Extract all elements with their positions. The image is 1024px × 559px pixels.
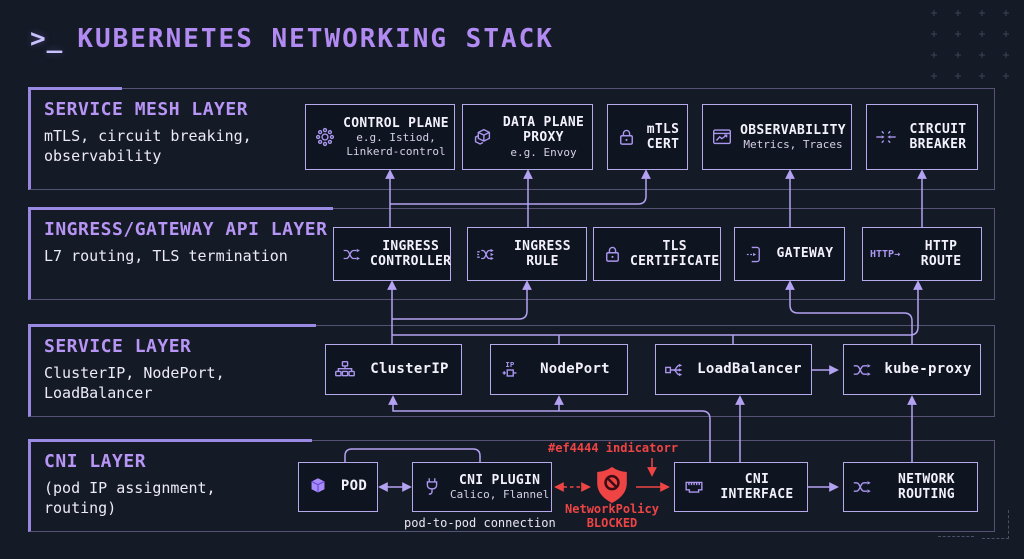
node-observability: OBSERVABILITY Metrics, Traces [702, 104, 852, 170]
ethernet-port-icon [682, 475, 706, 499]
layer-title: INGRESS/GATEWAY API LAYER [44, 219, 328, 240]
node-title: CNI PLUGIN [459, 472, 541, 488]
layer-title: SERVICE LAYER [44, 336, 192, 357]
svg-text:IP: IP [505, 359, 514, 368]
hierarchy-icon [333, 358, 357, 382]
network-policy-label: NetworkPolicy [565, 502, 659, 516]
node-title: CIRCUIT [909, 121, 967, 137]
page-header: >_ KUBERNETES NETWORKING STACK [30, 24, 554, 54]
node-title: INTERFACE [720, 487, 794, 502]
node-title: ROUTE [920, 254, 962, 269]
node-clusterip: ClusterIP [325, 344, 462, 395]
layer-accent [28, 87, 122, 90]
node-circuit-breaker: CIRCUIT BREAKER [866, 104, 978, 170]
cube-icon [306, 475, 330, 499]
dashed-corner-decoration [982, 510, 1009, 539]
node-nodeport: IP NodePort [490, 344, 628, 395]
lock-icon [601, 243, 624, 266]
node-title: BREAKER [909, 137, 967, 152]
shuffle-icon [341, 243, 364, 266]
node-network-routing: NETWORK ROUTING [843, 462, 978, 512]
layer-title: SERVICE MESH LAYER [44, 99, 249, 120]
cubes-icon [470, 125, 494, 149]
node-http-route: HTTP→ HTTP ROUTE [862, 227, 982, 281]
lock-icon [615, 126, 638, 149]
node-title: INGRESS [514, 238, 571, 254]
node-title: CONTROLLER [370, 254, 452, 269]
converging-arrows-icon [874, 125, 898, 149]
node-title: CERTIFICATE [630, 254, 720, 269]
node-title: DATA PLANE [502, 114, 585, 130]
node-title: GATEWAY [776, 246, 834, 262]
shuffle-icon [851, 358, 875, 382]
network-policy-shield-icon [592, 465, 632, 511]
node-data-plane-proxy: DATA PLANE PROXY e.g. Envoy [462, 104, 593, 170]
shuffle-multi-icon [475, 243, 498, 266]
node-title: PROXY [523, 130, 564, 146]
node-title: POD [340, 478, 368, 495]
node-loadbalancer: LoadBalancer [655, 344, 812, 395]
node-title: CNI [744, 471, 770, 487]
node-title: mTLS [646, 121, 680, 137]
node-title: ClusterIP [370, 360, 449, 377]
node-pod: POD [298, 462, 378, 512]
node-kube-proxy: kube-proxy [843, 344, 981, 395]
dashed-line-decoration [938, 536, 974, 537]
shuffle-icon [851, 475, 875, 499]
terminal-prompt-icon: >_ [30, 24, 64, 54]
node-title: NETWORK [898, 471, 955, 487]
node-title: HTTP [924, 238, 958, 254]
node-mtls-cert: mTLS CERT [607, 104, 688, 170]
node-title: LoadBalancer [697, 360, 802, 377]
gear-nodes-icon [313, 125, 337, 149]
plug-icon [420, 475, 444, 499]
http-arrow-icon: HTTP→ [870, 248, 901, 260]
node-title: CONTROL PLANE [343, 115, 449, 131]
layer-title: CNI LAYER [44, 451, 147, 472]
node-cni-plugin: CNI PLUGIN Calico, Flannel [412, 462, 552, 512]
node-title: INGRESS [382, 238, 440, 254]
node-title: ROUTING [898, 487, 955, 502]
door-exit-icon [742, 243, 765, 266]
node-title: RULE [526, 254, 559, 269]
node-title: CERT [646, 137, 680, 152]
layer-accent [28, 439, 312, 442]
indicator-annotation: #ef4444 indicatorr [548, 441, 679, 455]
node-cni-interface: CNI INTERFACE [674, 462, 808, 512]
node-ingress-rule: INGRESS RULE [467, 227, 587, 281]
node-title: TLS [662, 238, 687, 254]
split-arrows-icon [663, 358, 687, 382]
page-title: KUBERNETES NETWORKING STACK [77, 24, 554, 54]
node-tls-certificate: TLS CERTIFICATE [593, 227, 721, 281]
node-title: OBSERVABILITY [740, 122, 846, 138]
plus-grid-decoration [926, 6, 1014, 84]
node-gateway: GATEWAY [734, 227, 845, 281]
node-title: kube-proxy [884, 360, 972, 377]
layer-accent [28, 207, 333, 210]
pod-to-pod-label: pod-to-pod connection [404, 516, 556, 530]
blocked-label: BLOCKED [586, 516, 638, 530]
node-ingress-controller: INGRESS CONTROLLER [333, 227, 451, 281]
node-title: NodePort [540, 360, 610, 377]
metrics-window-icon [710, 125, 734, 149]
layer-accent [28, 324, 316, 327]
ip-port-icon: IP [498, 358, 522, 382]
node-control-plane: CONTROL PLANE e.g. Istiod, Linkerd-contr… [305, 104, 455, 170]
